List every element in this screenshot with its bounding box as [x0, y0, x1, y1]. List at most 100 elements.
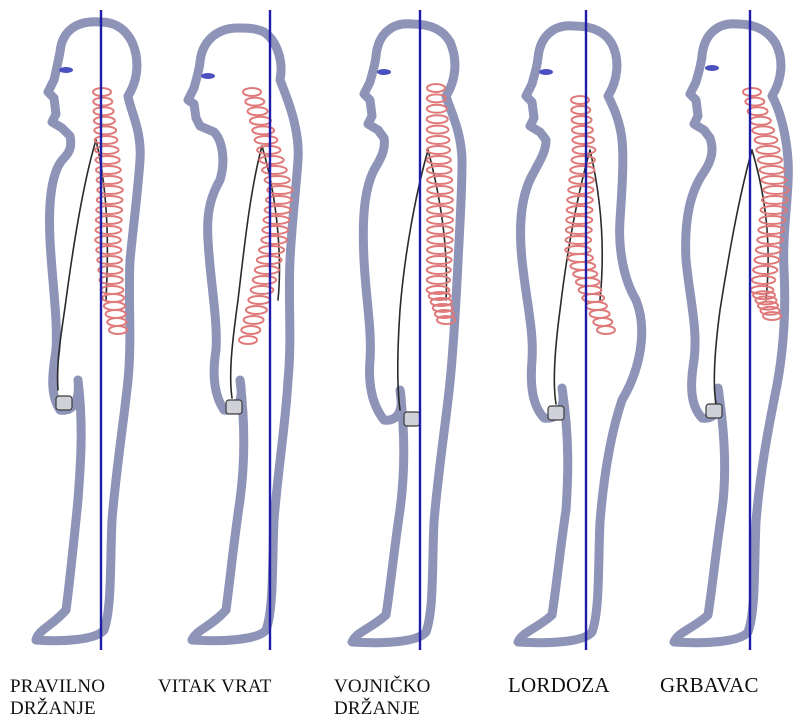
- vertebra: [597, 326, 615, 334]
- hand-vitak: [226, 400, 242, 414]
- vertebra: [760, 166, 785, 174]
- vertebra: [259, 246, 284, 254]
- vertebra: [104, 302, 125, 310]
- vertebra: [593, 318, 612, 326]
- vertebra: [248, 296, 270, 304]
- vertebra: [750, 117, 771, 125]
- vertebra: [568, 254, 593, 262]
- body-outline-vitak: [188, 28, 298, 641]
- figure-grbavac: [674, 24, 788, 643]
- vertebra: [567, 196, 593, 204]
- vertebra: [590, 310, 610, 318]
- vertebra: [250, 117, 271, 125]
- vertebra: [427, 84, 445, 92]
- vertebra: [576, 278, 599, 286]
- vertebra: [572, 156, 595, 164]
- vertebra: [753, 266, 777, 274]
- vertebra: [761, 176, 786, 184]
- vertebra: [262, 166, 287, 174]
- vertebra: [94, 126, 116, 134]
- vertebra: [96, 156, 120, 164]
- vertebra: [93, 98, 112, 106]
- vertebra: [94, 117, 115, 125]
- hand-lordoza: [548, 406, 564, 420]
- vertebra: [758, 156, 782, 164]
- vertebra: [427, 246, 452, 254]
- arm-vojnicko: [398, 150, 447, 410]
- vertebra: [244, 316, 264, 324]
- vertebra: [260, 156, 284, 164]
- vertebra: [752, 276, 775, 284]
- vertebra: [427, 186, 453, 194]
- vertebra: [261, 236, 287, 244]
- vertebra: [745, 98, 764, 106]
- vertebra: [572, 126, 593, 134]
- eye-pravilno: [59, 67, 73, 73]
- vertebra: [427, 105, 447, 113]
- vertebra: [756, 146, 779, 154]
- vertebra: [255, 136, 278, 144]
- vertebra: [243, 88, 261, 96]
- vertebra: [573, 146, 596, 154]
- hand-grbavac: [706, 404, 722, 418]
- vertebra: [427, 166, 452, 174]
- vertebra: [427, 115, 448, 123]
- spine-pravilno: [93, 88, 127, 334]
- vertebra: [94, 107, 114, 115]
- vertebra: [427, 256, 452, 264]
- spine-vitak: [239, 88, 293, 344]
- spine-lordoza: [565, 96, 615, 334]
- eye-lordoza: [539, 69, 553, 75]
- vertebra: [101, 286, 124, 294]
- vertebra: [567, 206, 593, 214]
- label-vojnicko-drzanje: VOJNIČKO DRŽANJE: [334, 676, 431, 720]
- vertebra: [265, 176, 290, 184]
- vertebra: [246, 306, 267, 314]
- posture-figures-svg: [0, 0, 810, 660]
- vertebra: [265, 206, 291, 214]
- vertebra: [96, 166, 121, 174]
- vertebra: [427, 126, 449, 134]
- vertebra: [96, 226, 122, 234]
- vertebra: [743, 88, 761, 96]
- vertebra: [427, 266, 451, 274]
- body-outline-lordoza: [518, 26, 642, 643]
- vertebra: [427, 226, 453, 234]
- vertebra: [763, 312, 781, 320]
- vertebra: [579, 286, 602, 294]
- label-grbavac: GRBAVAC: [660, 674, 759, 696]
- vertebra: [262, 226, 288, 234]
- vertebra: [255, 266, 279, 274]
- vertebra: [752, 126, 774, 134]
- vertebra: [427, 136, 450, 144]
- vertebra: [245, 98, 264, 106]
- vertebra: [427, 176, 452, 184]
- eye-vitak: [201, 73, 215, 79]
- eye-vojnicko: [377, 69, 391, 75]
- figure-vitak-vrat: [188, 28, 298, 641]
- vertebra: [95, 136, 118, 144]
- vertebra: [253, 276, 276, 284]
- vertebra: [427, 146, 450, 154]
- vertebra: [566, 226, 592, 234]
- vertebra: [572, 116, 592, 124]
- figure-lordoza: [518, 26, 642, 643]
- body-outline-grbavac: [674, 24, 788, 643]
- vertebra: [571, 106, 590, 114]
- vertebra: [248, 107, 268, 115]
- vertebra: [757, 236, 783, 244]
- vertebra: [100, 276, 123, 284]
- vertebra: [586, 302, 607, 310]
- vertebra: [427, 236, 453, 244]
- vertebra: [570, 166, 594, 174]
- figure-pravilno-drzanje: [36, 22, 140, 641]
- vertebra: [570, 262, 595, 270]
- posture-diagram: [0, 0, 810, 660]
- vertebra: [241, 326, 260, 334]
- label-pravilno-drzanje: PRAVILNO DRŽANJE: [10, 676, 105, 720]
- vertebra: [754, 256, 779, 264]
- vertebra: [239, 336, 257, 344]
- vertebra: [427, 216, 453, 224]
- label-lordoza: LORDOZA: [508, 674, 610, 696]
- hand-pravilno: [56, 396, 72, 410]
